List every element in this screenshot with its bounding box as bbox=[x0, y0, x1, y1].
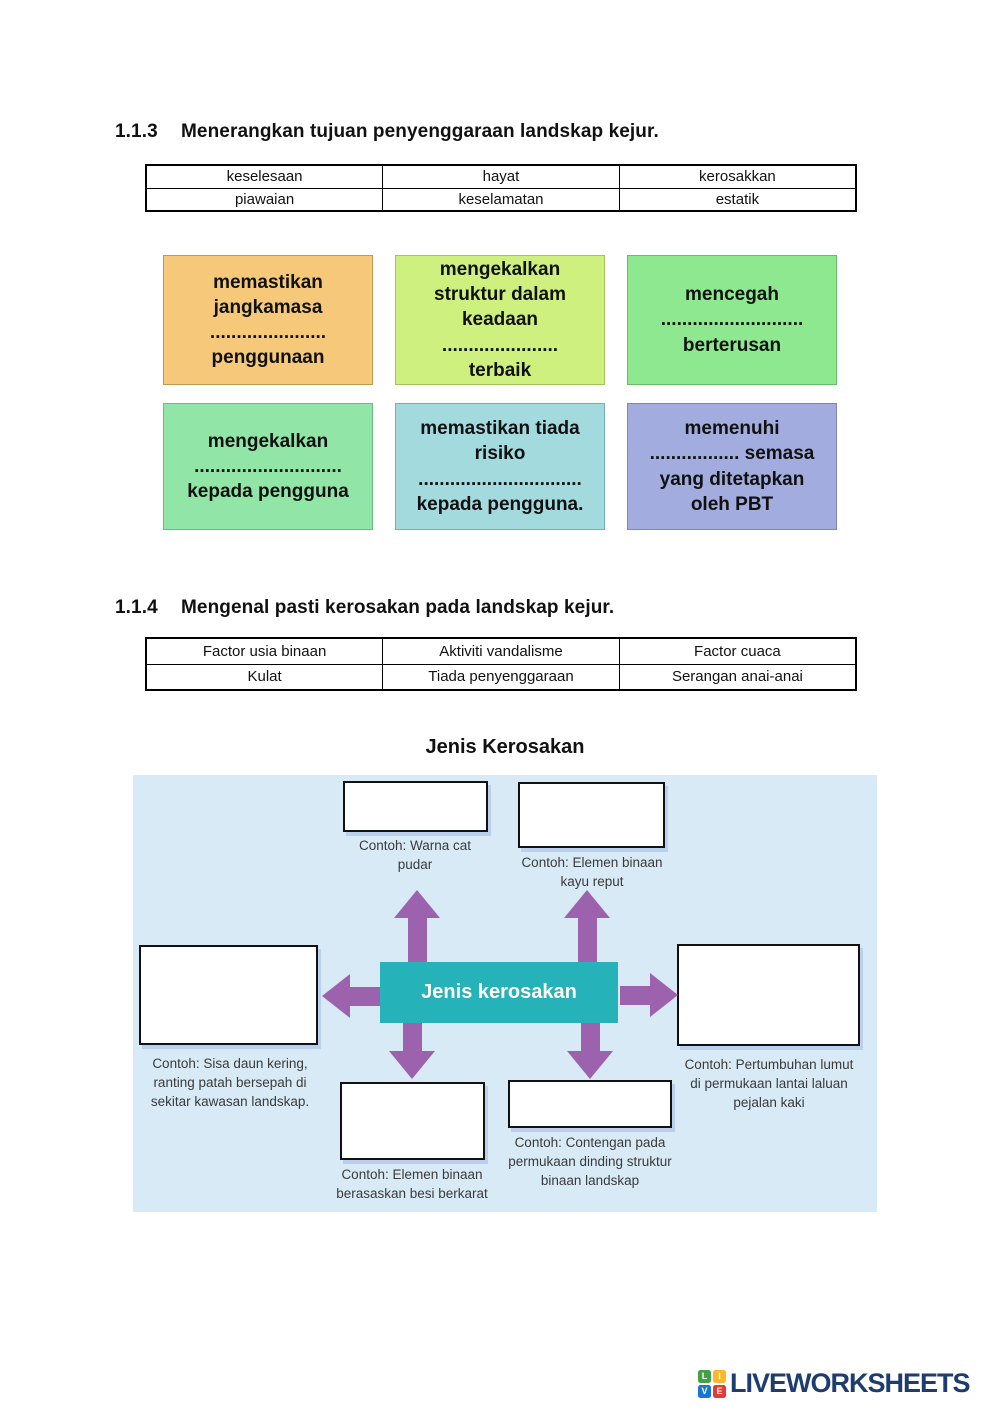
center-node: Jenis kerosakan bbox=[380, 962, 618, 1023]
answer-box-top-right[interactable] bbox=[518, 782, 665, 848]
section-113-number: 1.1.3 bbox=[115, 121, 158, 142]
word-bank-113-cell: estatik bbox=[618, 187, 857, 212]
jenis-kerosakan-diagram: Contoh: Warna cat pudar Contoh: Elemen b… bbox=[133, 775, 877, 1212]
word-bank-113-cell: kerosakkan bbox=[618, 164, 857, 189]
word-bank-113: keselesaan hayat kerosakkan piawaian kes… bbox=[145, 164, 857, 212]
liveworksheets-logo-text: LIVEWORKSHEETS bbox=[730, 1368, 971, 1398]
answer-box-right[interactable] bbox=[677, 944, 860, 1046]
arrow-up-right-icon bbox=[564, 890, 610, 962]
arrow-left-icon bbox=[322, 974, 380, 1018]
arrow-down-right-icon bbox=[567, 1023, 613, 1079]
caption-bottom-right: Contoh: Contengan pada permukaan dinding… bbox=[508, 1135, 672, 1188]
answer-box-top-left[interactable] bbox=[343, 781, 488, 832]
caption-right: Contoh: Pertumbuhan lumut di permukaan l… bbox=[684, 1057, 854, 1110]
arrow-down-left-icon bbox=[389, 1023, 435, 1079]
section-114-number: 1.1.4 bbox=[115, 597, 158, 618]
section-113-text: Menerangkan tujuan penyenggaraan landska… bbox=[181, 121, 659, 142]
word-bank-113-cell: keselamatan bbox=[382, 187, 620, 212]
word-bank-113-cell: piawaian bbox=[145, 187, 384, 212]
logo-square-i: I bbox=[713, 1369, 726, 1383]
word-bank-114: Factor usia binaan Aktiviti vandalisme F… bbox=[145, 637, 857, 691]
answer-box-bottom-left[interactable] bbox=[340, 1082, 485, 1160]
caption-top-right: Contoh: Elemen binaan kayu reput bbox=[521, 855, 663, 889]
logo-square-l: L bbox=[698, 1369, 711, 1383]
card-mencegah[interactable]: mencegah ........................... ber… bbox=[627, 255, 837, 385]
logo-square-e: E bbox=[713, 1384, 726, 1398]
arrow-up-left-icon bbox=[394, 890, 440, 962]
card-memastikan-risiko[interactable]: memastikan tiada risiko ................… bbox=[395, 403, 605, 530]
section-114-title: 1.1.4 Mengenal pasti kerosakan pada land… bbox=[115, 597, 614, 619]
word-bank-114-cell: Factor usia binaan bbox=[145, 637, 384, 665]
card-memenuhi-pbt[interactable]: memenuhi ................. semasa yang d… bbox=[627, 403, 837, 530]
logo-square-v: V bbox=[698, 1384, 711, 1398]
word-bank-114-cell: Aktiviti vandalisme bbox=[382, 637, 620, 665]
answer-box-left[interactable] bbox=[139, 945, 318, 1045]
caption-top-left: Contoh: Warna cat pudar bbox=[358, 838, 472, 872]
answer-box-bottom-right[interactable] bbox=[508, 1080, 672, 1128]
section-114-text: Mengenal pasti kerosakan pada landskap k… bbox=[181, 597, 615, 618]
word-bank-114-cell: Factor cuaca bbox=[618, 637, 857, 665]
diagram-heading: Jenis Kerosakan bbox=[425, 736, 585, 758]
word-bank-114-cell: Kulat bbox=[145, 663, 384, 691]
card-mengekalkan-struktur[interactable]: mengekalkan struktur dalam keadaan .....… bbox=[395, 255, 605, 385]
liveworksheets-logo[interactable]: L I V E LIVEWORKSHEETS bbox=[698, 1368, 971, 1399]
card-memastikan-jangkamasa[interactable]: memastikan jangkamasa ..................… bbox=[163, 255, 373, 385]
word-bank-114-cell: Tiada penyenggaraan bbox=[382, 663, 620, 691]
section-113-title: 1.1.3 Menerangkan tujuan penyenggaraan l… bbox=[115, 121, 659, 143]
caption-left: Contoh: Sisa daun kering, ranting patah … bbox=[150, 1056, 310, 1109]
word-bank-114-cell: Serangan anai-anai bbox=[618, 663, 857, 691]
word-bank-113-cell: keselesaan bbox=[145, 164, 384, 189]
arrow-right-icon bbox=[620, 973, 678, 1017]
purpose-cards: memastikan jangkamasa ..................… bbox=[163, 255, 837, 530]
caption-bottom-left: Contoh: Elemen binaan berasaskan besi be… bbox=[336, 1167, 488, 1201]
word-bank-113-cell: hayat bbox=[382, 164, 620, 189]
liveworksheets-logo-icon: L I V E bbox=[698, 1369, 726, 1398]
card-mengekalkan-pengguna[interactable]: mengekalkan ............................… bbox=[163, 403, 373, 530]
